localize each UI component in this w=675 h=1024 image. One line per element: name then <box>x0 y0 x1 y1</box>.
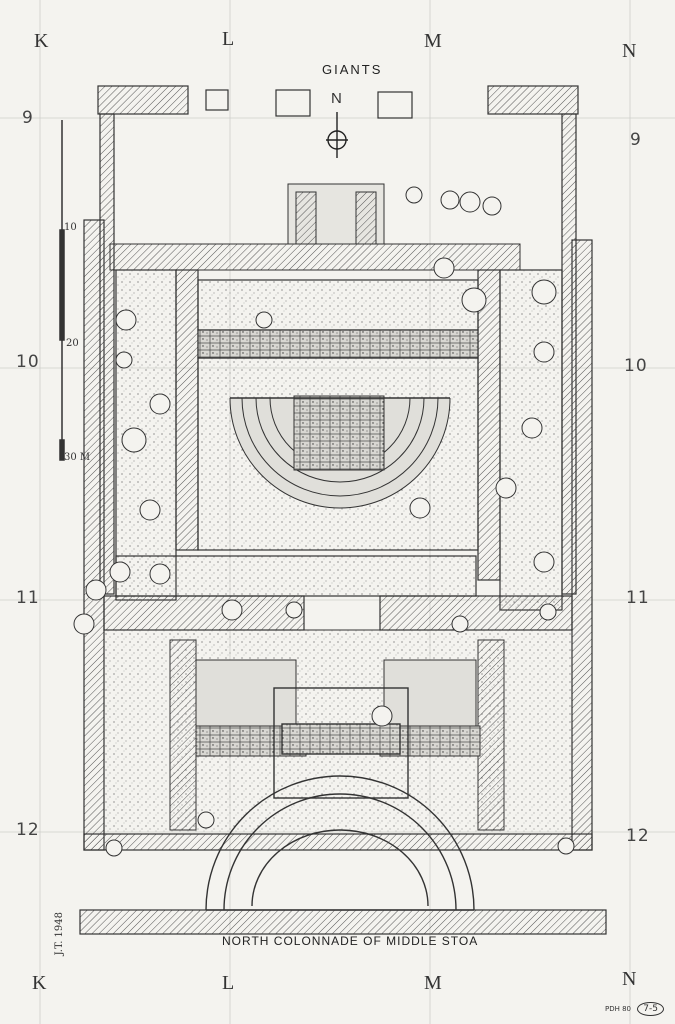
north-colonnade-label: NORTH COLONNADE OF MIDDLE STOA <box>222 934 479 948</box>
sheet-stamp: PDH 80 7-5 <box>605 1002 664 1016</box>
grid-letter-bottom-m: M <box>424 972 443 994</box>
grid-number-left-12: 12 <box>16 820 40 840</box>
signature: J.T. 1948 <box>54 912 65 956</box>
scale-label-30: 30 M <box>64 452 91 463</box>
grid-number-left-10: 10 <box>16 352 40 372</box>
outer-walls <box>83 85 593 851</box>
sheet-number: 7-5 <box>637 1002 664 1016</box>
grid-number-right-12: 12 <box>626 826 650 846</box>
middle-stoa-wall <box>79 909 607 935</box>
scale-label-20: 20 <box>66 338 79 349</box>
odeion-seating <box>229 395 451 509</box>
giants-label: GIANTS <box>322 62 383 77</box>
sheet-ref: PDH 80 <box>605 1005 632 1013</box>
giants-bases <box>205 89 413 119</box>
grid-number-right-10: 10 <box>624 356 648 376</box>
north-letter: N <box>331 90 343 107</box>
grid-letter-top-n: N <box>622 40 638 62</box>
central-porch <box>273 687 409 799</box>
grid-letter-bottom-k: K <box>32 972 48 994</box>
north-arrow-icon <box>326 112 348 158</box>
scale-label-10: 10 <box>64 222 77 233</box>
column-bases <box>73 186 575 857</box>
grid-number-right-9: 9 <box>630 130 642 150</box>
grid-letter-bottom-l: L <box>222 972 236 994</box>
scale-bar <box>59 120 65 461</box>
grid-number-right-11: 11 <box>626 588 650 608</box>
grid-letter-top-l: L <box>222 28 236 50</box>
grid-letter-top-m: M <box>424 30 443 52</box>
grid-letter-bottom-n: N <box>622 968 638 990</box>
grid-letter-top-k: K <box>34 30 50 52</box>
grid-number-left-11: 11 <box>16 588 40 608</box>
lower-cross-wall <box>103 555 573 631</box>
grid-number-left-9: 9 <box>22 108 34 128</box>
